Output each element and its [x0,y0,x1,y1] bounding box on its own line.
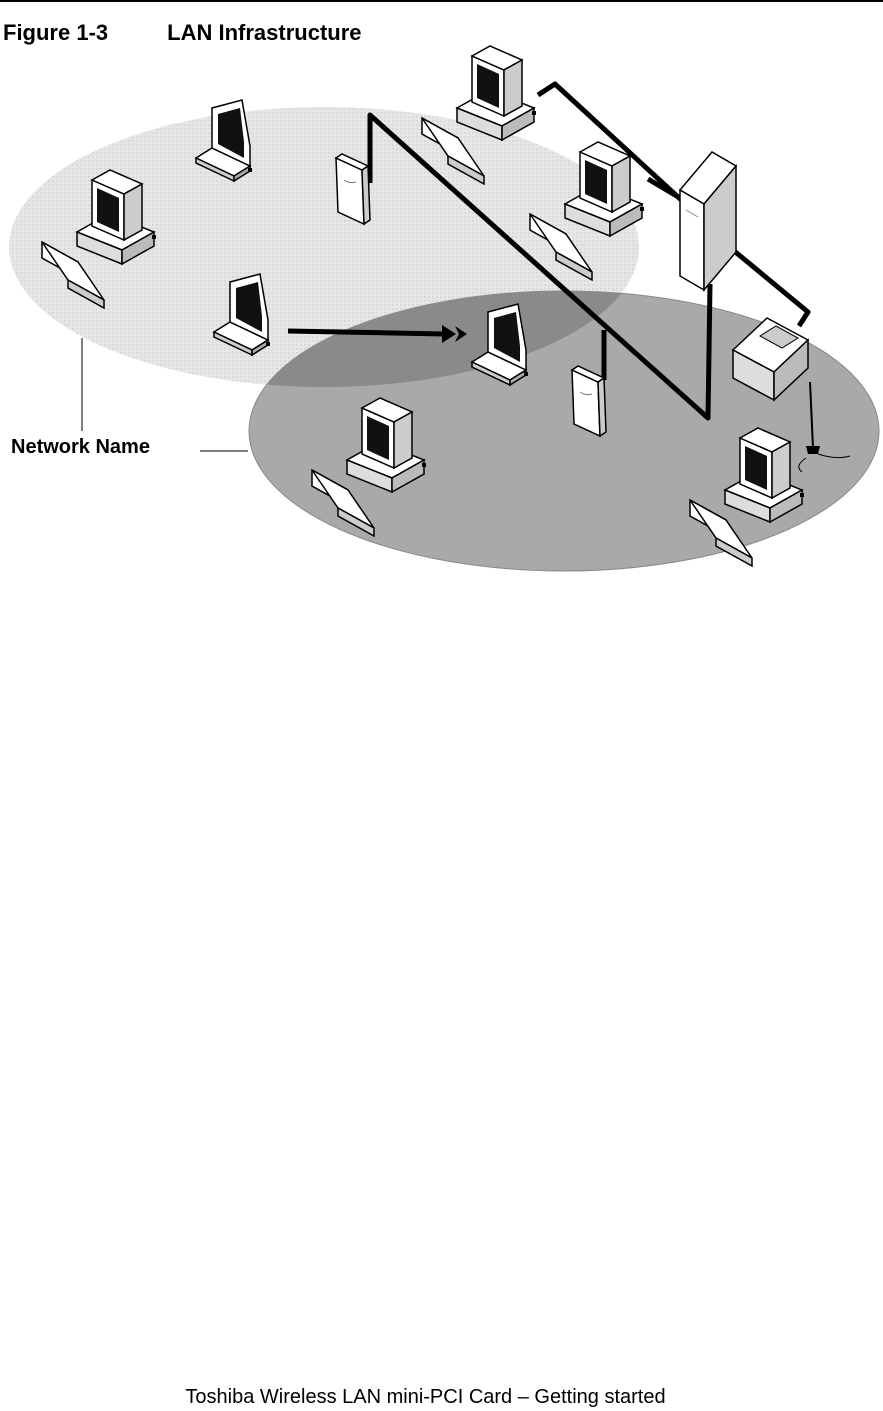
antenna-icon [798,381,851,473]
lan-infrastructure-diagram: Network Name [9,45,880,572]
figure-title: LAN Infrastructure [167,20,362,45]
access-point-icon [335,153,371,225]
network-name-label: Network Name [11,436,150,458]
header-rule [0,0,883,2]
roaming-arrow [287,325,467,343]
access-point-icon [571,365,607,437]
figure-caption: Figure 1-3 LAN Infrastructure [3,20,362,46]
footer-text: Toshiba Wireless LAN mini-PCI Card – Get… [185,1386,666,1408]
wired-backbone [367,81,811,421]
server-icon [678,151,738,293]
page-footer: Toshiba Wireless LAN mini-PCI Card – Get… [0,1386,883,1409]
printer-icon [731,317,810,402]
network-name-callout: Network Name [11,338,248,458]
figure-number: Figure 1-3 [3,20,109,45]
